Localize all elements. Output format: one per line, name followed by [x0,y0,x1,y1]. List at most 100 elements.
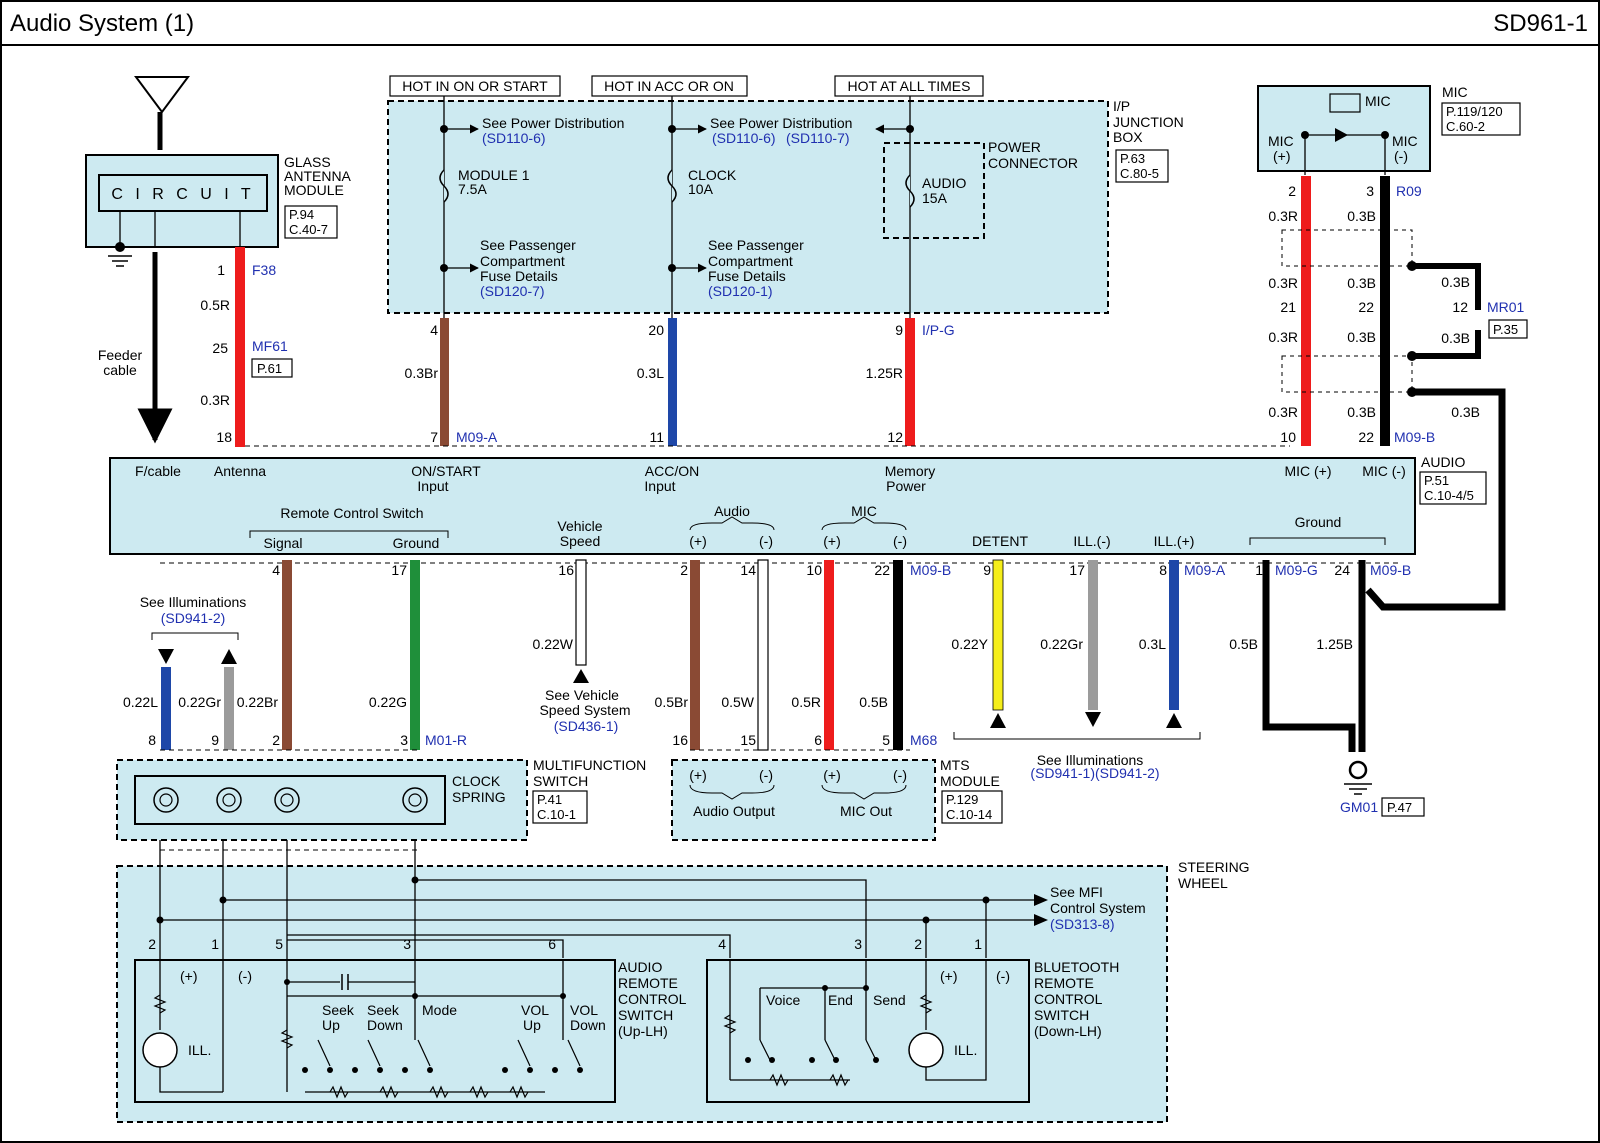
svg-text:24: 24 [1334,562,1350,578]
diode-icon [1335,128,1348,142]
bulb-icon [908,1032,944,1068]
svg-text:12: 12 [887,429,903,445]
svg-text:0.3R: 0.3R [1268,208,1298,224]
svg-text:C.60-2: C.60-2 [1446,119,1485,134]
svg-text:M09-A: M09-A [456,429,498,445]
svg-text:ILL.: ILL. [954,1042,977,1058]
svg-text:(Up-LH): (Up-LH) [618,1023,668,1039]
page-code: SD961-1 [1493,10,1588,37]
svg-text:2: 2 [680,562,688,578]
svg-text:0.22L: 0.22L [123,694,158,710]
svg-text:ILL.: ILL. [188,1042,211,1058]
svg-text:3: 3 [403,936,411,952]
audio-unit: F/cable Antenna ON/START Input ACC/ON In… [109,454,1487,555]
svg-text:Remote Control Switch: Remote Control Switch [280,505,423,521]
svg-text:0.5R: 0.5R [200,297,230,313]
svg-text:Seek: Seek [322,1002,355,1018]
svg-text:15A: 15A [922,190,948,206]
bulb-icon [142,1032,178,1068]
svg-text:0.3L: 0.3L [1139,636,1166,652]
svg-text:BOX: BOX [1113,129,1143,145]
svg-text:ACC/ON: ACC/ON [645,463,699,479]
svg-text:5: 5 [882,732,890,748]
svg-text:VOL: VOL [521,1002,549,1018]
svg-text:0.3R: 0.3R [1268,329,1298,345]
svg-text:(Down-LH): (Down-LH) [1034,1023,1102,1039]
svg-text:(+): (+) [823,767,841,783]
svg-text:1: 1 [217,262,225,278]
svg-text:CLOCK: CLOCK [452,773,501,789]
svg-text:Down: Down [367,1017,403,1033]
svg-text:Antenna: Antenna [214,463,266,479]
svg-text:(+): (+) [940,968,958,984]
svg-text:M09-A: M09-A [1184,562,1226,578]
svg-text:End: End [828,992,853,1008]
svg-text:SPRING: SPRING [452,789,506,805]
svg-text:P.61: P.61 [257,361,282,376]
svg-text:Ground: Ground [1295,514,1342,530]
svg-text:Mode: Mode [422,1002,457,1018]
svg-text:MF61: MF61 [252,338,288,354]
antenna-name-3: MODULE [284,182,344,198]
svg-text:0.3R: 0.3R [200,392,230,408]
svg-text:MODULE 1: MODULE 1 [458,167,530,183]
svg-text:C.10-4/5: C.10-4/5 [1424,488,1474,503]
svg-text:Feeder: Feeder [98,347,143,363]
svg-text:1: 1 [211,936,219,952]
svg-text:(-): (-) [996,968,1010,984]
svg-text:cable: cable [103,362,137,378]
svg-text:CONTROL: CONTROL [618,991,687,1007]
svg-text:0.22W: 0.22W [533,636,574,652]
svg-text:Up: Up [523,1017,541,1033]
svg-text:Power: Power [886,478,926,494]
antenna-ref-2: C.40-7 [289,222,328,237]
svg-text:16: 16 [672,732,688,748]
svg-text:Speed: Speed [560,533,600,549]
svg-text:GM01: GM01 [1340,799,1378,815]
svg-text:Seek: Seek [367,1002,400,1018]
svg-text:17: 17 [1069,562,1085,578]
svg-text:Signal: Signal [264,535,303,551]
svg-text:(SD436-1): (SD436-1) [554,718,619,734]
svg-text:I/P-G: I/P-G [922,322,955,338]
svg-text:Input: Input [644,478,675,494]
svg-text:6: 6 [548,936,556,952]
svg-text:AUDIO: AUDIO [618,959,662,975]
svg-text:JUNCTION: JUNCTION [1113,114,1184,130]
svg-text:MIC: MIC [851,503,877,519]
svg-text:4: 4 [430,322,438,338]
mic-module: MIC MIC (+) MIC (-) MIC P.119/120 C.60-2 [1257,84,1521,175]
svg-text:AUDIO: AUDIO [1421,454,1465,470]
svg-text:(-): (-) [893,533,907,549]
svg-text:(+): (+) [180,968,198,984]
svg-text:7.5A: 7.5A [458,181,487,197]
svg-text:M09-B: M09-B [1370,562,1411,578]
svg-text:CONNECTOR: CONNECTOR [988,155,1078,171]
svg-text:(-): (-) [759,533,773,549]
svg-text:Vehicle: Vehicle [557,518,602,534]
svg-text:Send: Send [873,992,906,1008]
svg-text:10A: 10A [688,181,714,197]
svg-text:(-): (-) [238,968,252,984]
svg-text:3: 3 [854,936,862,952]
page-title: Audio System (1) [10,10,195,37]
svg-text:ILL.(+): ILL.(+) [1154,533,1195,549]
svg-text:10: 10 [806,562,822,578]
svg-text:1: 1 [1255,562,1263,578]
svg-text:Fuse Details: Fuse Details [480,268,558,284]
svg-text:0.22Y: 0.22Y [951,636,988,652]
spiral-icon [216,787,242,813]
svg-text:0.3Br: 0.3Br [405,365,439,381]
svg-text:(SD120-1): (SD120-1) [708,283,773,299]
svg-text:(-): (-) [759,767,773,783]
svg-text:C.10-1: C.10-1 [537,807,576,822]
svg-text:Up: Up [322,1017,340,1033]
svg-text:0.5B: 0.5B [1229,636,1258,652]
svg-text:9: 9 [895,322,903,338]
feeder-cable: Feeder cable [98,252,173,444]
svg-text:M01-R: M01-R [425,732,467,748]
svg-text:22: 22 [874,562,890,578]
svg-text:MIC: MIC [1392,133,1418,149]
audio-remote-control-switch: (+) (-) ILL. Seek Up Seek Down Mode VOL … [134,959,687,1103]
svg-text:10: 10 [1280,429,1296,445]
